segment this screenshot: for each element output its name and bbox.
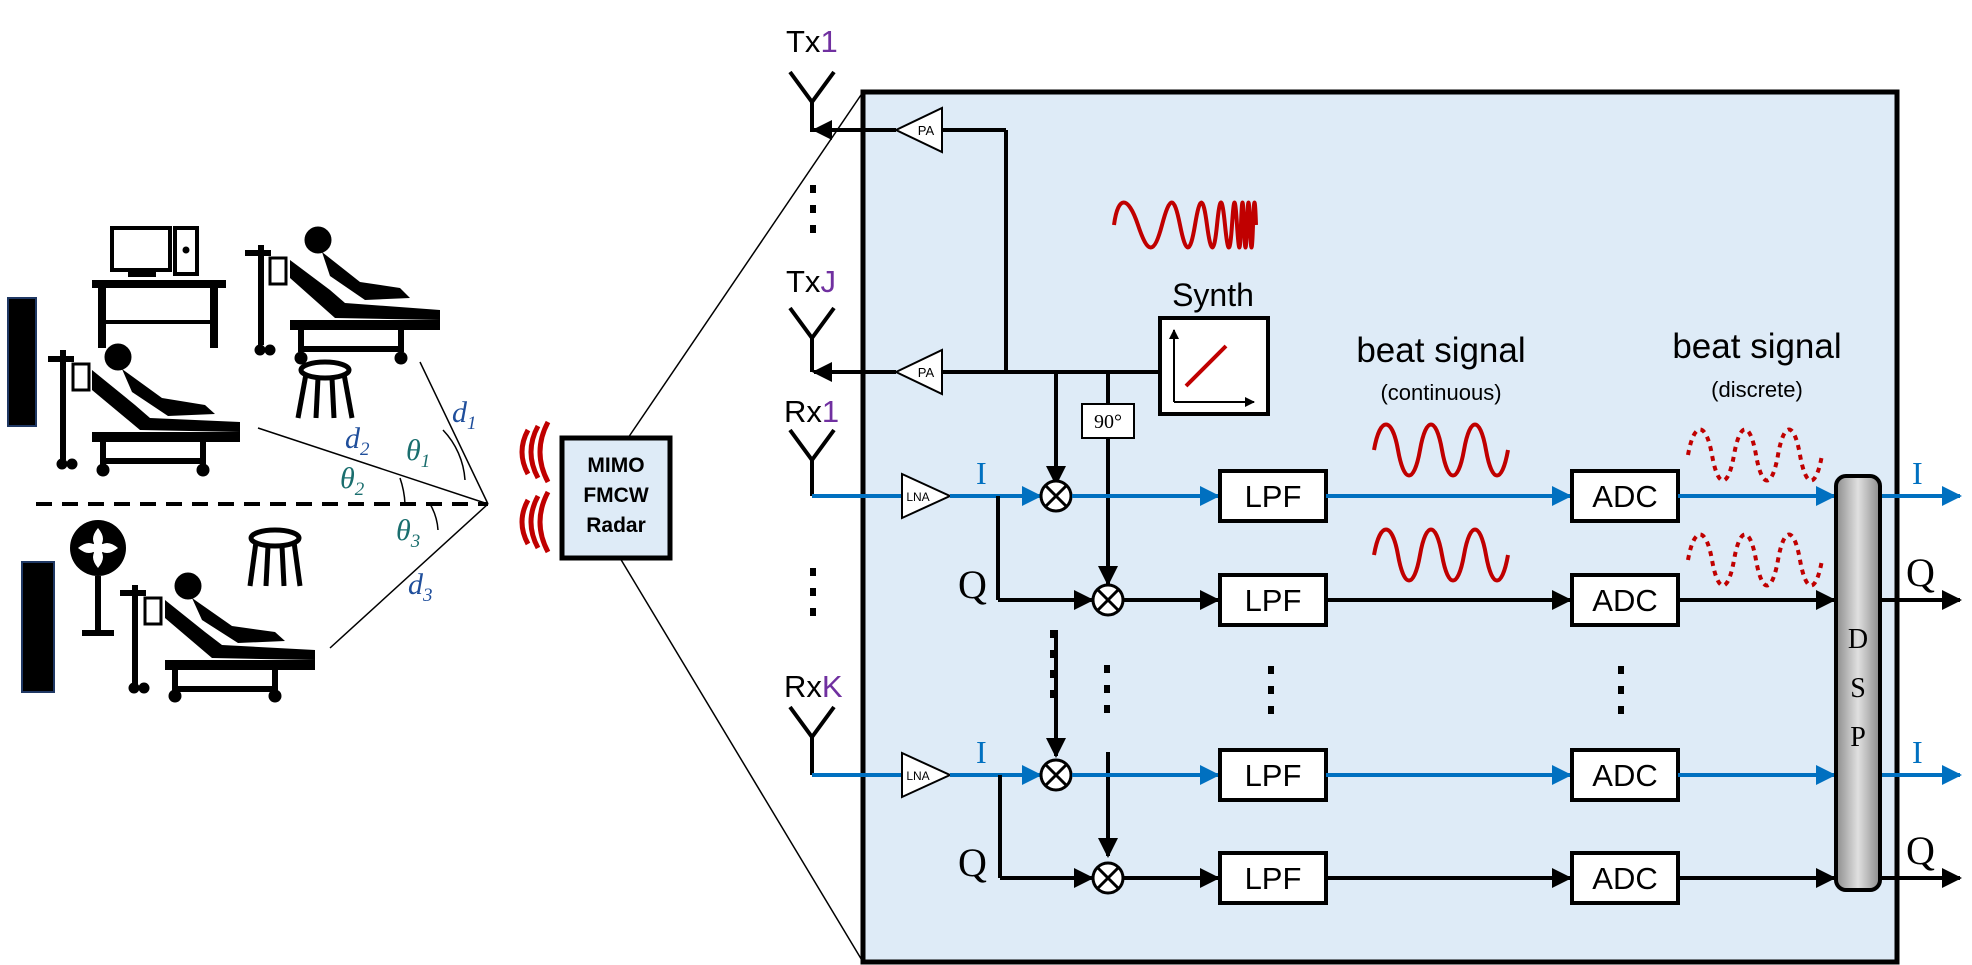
adc-block: ADC (1570, 851, 1680, 905)
radar-line-1: MIMO (587, 454, 644, 477)
lpf-label: LPF (1245, 583, 1302, 618)
desk-computer-icon (92, 226, 226, 348)
pa-amplifier: PA (893, 106, 943, 154)
synth-label: Synth (1172, 277, 1254, 313)
lpf-block: LPF (1218, 851, 1328, 905)
receiver-chains: LNA I LPF ADC I Q LPF ADC Q LNA I LPF ADC I Q LPF ADC Q (810, 455, 1962, 905)
fan-icon (70, 520, 126, 636)
adc-label: ADC (1592, 479, 1657, 514)
i-label: I (976, 734, 987, 770)
d1-label: d1 (452, 396, 477, 434)
lna-amplifier: LNA (901, 751, 953, 799)
lna-label: LNA (906, 490, 929, 504)
adc-label: ADC (1592, 758, 1657, 793)
stool-icon (295, 359, 355, 419)
lpf-label: LPF (1245, 479, 1302, 514)
radar-wave-icon (519, 420, 551, 554)
lpf-label: LPF (1245, 861, 1302, 896)
lpf-block: LPF (1218, 469, 1328, 523)
adc-label: ADC (1592, 583, 1657, 618)
beat-signal-title: beat signal (1356, 331, 1525, 370)
pa-label: PA (918, 123, 935, 138)
i-label: I (976, 455, 987, 491)
room-scene: d1 d2 d3 θ1 θ2 θ3 (7, 226, 489, 703)
dsp-block: D S P (1834, 474, 1882, 892)
stool-icon (247, 527, 303, 587)
lna-amplifier: LNA (901, 472, 953, 520)
radar-line-3: Radar (586, 514, 646, 537)
q-channel-row: Q LPF ADC Q (958, 775, 1962, 905)
lpf-block: LPF (1218, 748, 1328, 802)
d2-label: d2 (345, 422, 370, 460)
radar-box: MIMO FMCW Radar (559, 435, 673, 561)
radar-internal-panel (860, 89, 1900, 965)
beat-signal-continuous: beat signal (continuous) (1356, 331, 1525, 405)
wall-panel-bottom (21, 561, 55, 693)
q-output-label: Q (1906, 828, 1935, 873)
pa-label: PA (918, 365, 935, 380)
ellipsis-dots (810, 185, 1624, 714)
theta1-label: θ1 (406, 434, 430, 472)
wall-panel-top (7, 297, 37, 427)
radar-line-2: FMCW (583, 484, 648, 507)
distance-labels: d1 d2 d3 θ1 θ2 θ3 (340, 396, 477, 606)
adc-block: ADC (1570, 748, 1680, 802)
lpf-label: LPF (1245, 758, 1302, 793)
tx-wires (812, 120, 1158, 858)
theta2-label: θ2 (340, 462, 365, 500)
patient-bed-icon (245, 226, 440, 365)
synthesizer: Synth (1158, 277, 1270, 416)
beat-waveforms (1372, 422, 1824, 588)
beat-discrete-label: (discrete) (1711, 377, 1803, 402)
mixer-icon (1039, 758, 1073, 792)
zoom-lines (619, 91, 864, 963)
phase-shifter-90: 90° (1081, 403, 1135, 439)
mixer-icon (1039, 479, 1073, 513)
pa-amplifier: PA (893, 348, 943, 396)
q-output-label: Q (1906, 550, 1935, 595)
rxk-label: RxK (784, 669, 843, 704)
d3-label: d3 (408, 568, 433, 606)
antenna-labels: Tx1 TxJ Rx1 RxK (784, 24, 843, 704)
patient-bed-icon (48, 343, 240, 477)
i-output-label: I (1912, 734, 1923, 770)
theta3-label: θ3 (396, 514, 420, 552)
phase-label: 90° (1094, 411, 1122, 433)
txj-label: TxJ (786, 264, 836, 299)
sight-lines (36, 361, 489, 649)
adc-block: ADC (1570, 469, 1680, 523)
adc-label: ADC (1592, 861, 1657, 896)
lna-label: LNA (906, 769, 929, 783)
tx1-label: Tx1 (786, 24, 838, 59)
dsp-letter: P (1850, 722, 1866, 753)
q-label: Q (958, 562, 987, 607)
dsp-letter: D (1848, 624, 1868, 655)
lpf-block: LPF (1218, 573, 1328, 627)
q-channel-row: Q LPF ADC Q (958, 496, 1962, 627)
q-label: Q (958, 840, 987, 885)
mixer-icon (1091, 861, 1125, 895)
antenna-icons (788, 70, 836, 772)
dsp-letter: S (1850, 673, 1866, 704)
beat-continuous-label: (continuous) (1380, 380, 1501, 405)
patient-bed-icon (120, 572, 315, 703)
i-output-label: I (1912, 455, 1923, 491)
rx1-label: Rx1 (784, 394, 839, 429)
beat-signal-discrete: beat signal (discrete) (1672, 327, 1841, 402)
chirp-waveform (1112, 200, 1258, 250)
i-channel-row: LNA I LPF ADC I (810, 734, 1962, 802)
mixer-icon (1091, 583, 1125, 617)
i-channel-row: LNA I LPF ADC I (810, 455, 1962, 523)
adc-block: ADC (1570, 573, 1680, 627)
beat-signal-title: beat signal (1672, 327, 1841, 366)
